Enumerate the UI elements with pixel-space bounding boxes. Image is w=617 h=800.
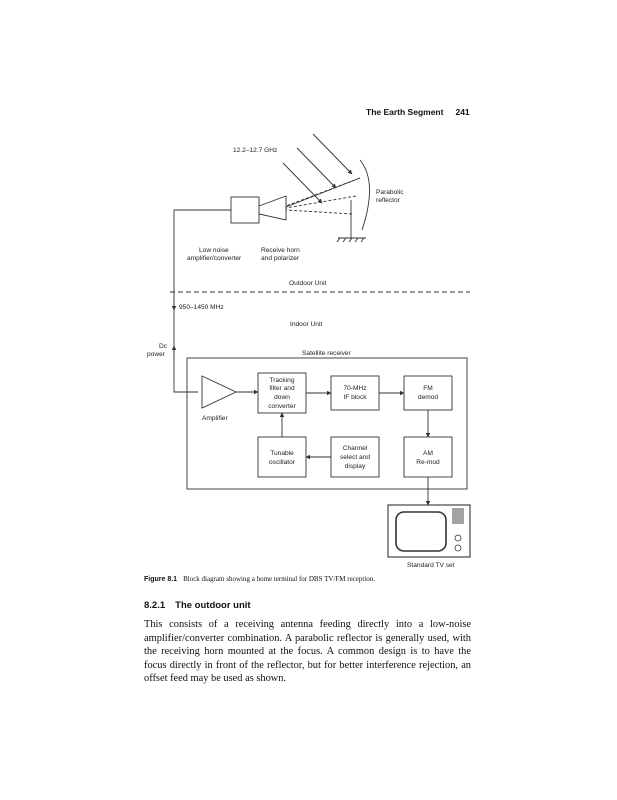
label-parabolic: Parabolic (376, 189, 404, 196)
label-dc-1: Dc (159, 343, 168, 350)
reflected-rays (285, 177, 361, 215)
am-line-2: Re-mod (416, 459, 440, 466)
satellite-receiver-box (186, 357, 468, 490)
label-horn-2: and polarizer (261, 255, 300, 262)
page-number: 241 (455, 107, 470, 117)
tracking-line-2: filter and (269, 385, 295, 392)
tracking-line-4: converter (268, 403, 296, 410)
label-horn-1: Receive horn (261, 247, 300, 254)
label-tv-set: Standard TV set (407, 562, 455, 569)
label-indoor-unit: Indoor Unit (290, 321, 322, 328)
incoming-rays (282, 133, 353, 204)
if-block-line-2: IF block (343, 394, 367, 401)
fm-line-2: demod (418, 394, 438, 401)
if-block-line-1: 70-MHz (343, 385, 366, 392)
channel-line-2: select and (340, 454, 370, 461)
section-number: 8.2.1 (144, 600, 166, 611)
figure-caption: Figure 8.1 Block diagram showing a home t… (144, 575, 375, 583)
tracking-filter-box (257, 372, 307, 414)
running-head-title: The Earth Segment (366, 107, 444, 117)
am-remod-box (403, 436, 453, 478)
channel-line-1: Channel (343, 445, 368, 452)
figure-caption-text: Block diagram showing a home terminal fo… (183, 575, 376, 583)
channel-select-box (330, 436, 380, 478)
section-title: The outdoor unit (175, 600, 251, 611)
tunable-line-2: oscillator (269, 459, 296, 466)
tracking-line-3: down (274, 394, 290, 401)
label-if-freq: 950–1450 MHz (179, 304, 224, 311)
tv-set (387, 504, 471, 558)
reflector-mount (336, 200, 366, 243)
receive-horn (258, 195, 287, 221)
label-lna-2: amplifier/converter (187, 255, 242, 262)
label-dc-2: power (147, 351, 166, 358)
signal-flow-arrows (236, 389, 431, 506)
amplifier-triangle (201, 375, 238, 409)
label-satellite-receiver: Satellite receiver (302, 350, 352, 357)
channel-line-3: display (345, 463, 366, 470)
figure-caption-label: Figure 8.1 (144, 576, 178, 583)
tunable-line-1: Tunable (270, 450, 294, 457)
fm-demod-box (403, 375, 453, 411)
am-line-1: AM (423, 450, 433, 457)
fm-line-1: FM (423, 385, 433, 392)
tracking-line-1: Tracking (269, 377, 294, 384)
running-head: The Earth Segment 241 (366, 107, 470, 117)
lna-box (230, 196, 260, 224)
tunable-oscillator-box (257, 436, 307, 478)
section-heading: 8.2.1 The outdoor unit (144, 600, 251, 611)
label-frequency-in: 12.2–12.7 GHz (233, 147, 277, 154)
body-paragraph: This consists of a receiving antenna fee… (144, 619, 471, 685)
feed-line (173, 209, 231, 393)
parabolic-reflector (359, 159, 370, 231)
if-block-box (330, 375, 380, 411)
label-lna-1: Low noise (199, 247, 229, 254)
label-outdoor-unit: Outdoor Unit (289, 280, 327, 287)
label-amplifier: Amplifier (202, 415, 228, 422)
label-reflector: reflector (376, 197, 401, 204)
